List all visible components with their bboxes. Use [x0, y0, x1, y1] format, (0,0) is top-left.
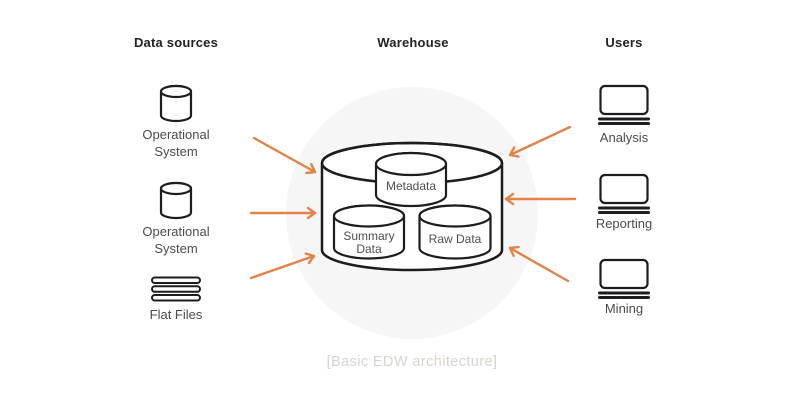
raw-data-cylinder	[418, 204, 492, 260]
source-label-operational-system-1: Operational System	[142, 127, 210, 159]
user-arrows	[504, 125, 577, 283]
laptop-base	[598, 296, 650, 299]
column-header-users: Users	[605, 35, 643, 50]
laptop-screen	[599, 258, 649, 290]
file-bar	[151, 276, 201, 284]
laptop-base	[598, 206, 650, 210]
laptop-icon	[598, 84, 650, 125]
laptop-base	[598, 291, 650, 295]
store-label-metadata: Metadata	[385, 179, 437, 193]
cylinder-top	[332, 204, 406, 228]
metadata-cylinder	[374, 151, 448, 208]
laptop-base	[598, 122, 650, 125]
file-bar	[151, 294, 201, 302]
user-label-mining: Mining	[604, 301, 644, 316]
cylinder-top	[374, 151, 448, 177]
cylinder-top	[159, 84, 193, 99]
flow-arrow	[249, 252, 316, 280]
flow-arrow	[508, 245, 570, 283]
flow-arrow	[508, 125, 572, 158]
column-header-data-sources: Data sources	[133, 35, 219, 50]
user-label-reporting: Reporting	[595, 216, 653, 231]
flat-files-icon	[151, 276, 201, 302]
source-label-flat-files: Flat Files	[149, 307, 203, 322]
laptop-screen	[599, 173, 649, 205]
store-label-raw-data: Raw Data	[428, 232, 482, 246]
store-label-summary-data: Summary Data	[343, 228, 395, 256]
file-bar	[151, 285, 201, 293]
database-cylinder-icon	[159, 181, 193, 220]
diagram-caption: [Basic EDW architecture]	[326, 354, 498, 370]
column-header-warehouse: Warehouse	[377, 35, 449, 50]
source-label-operational-system-2: Operational System	[142, 224, 210, 256]
laptop-icon	[598, 173, 650, 214]
flow-arrow	[252, 136, 317, 175]
laptop-base	[598, 211, 650, 214]
source-arrows	[249, 136, 317, 280]
summary-data-cylinder	[332, 204, 406, 260]
database-cylinder-icon	[159, 84, 193, 123]
laptop-icon	[598, 258, 650, 299]
laptop-screen	[599, 84, 649, 116]
laptop-base	[598, 117, 650, 121]
cylinder-top	[418, 204, 492, 228]
user-label-analysis: Analysis	[599, 130, 649, 145]
cylinder-top	[159, 181, 193, 196]
